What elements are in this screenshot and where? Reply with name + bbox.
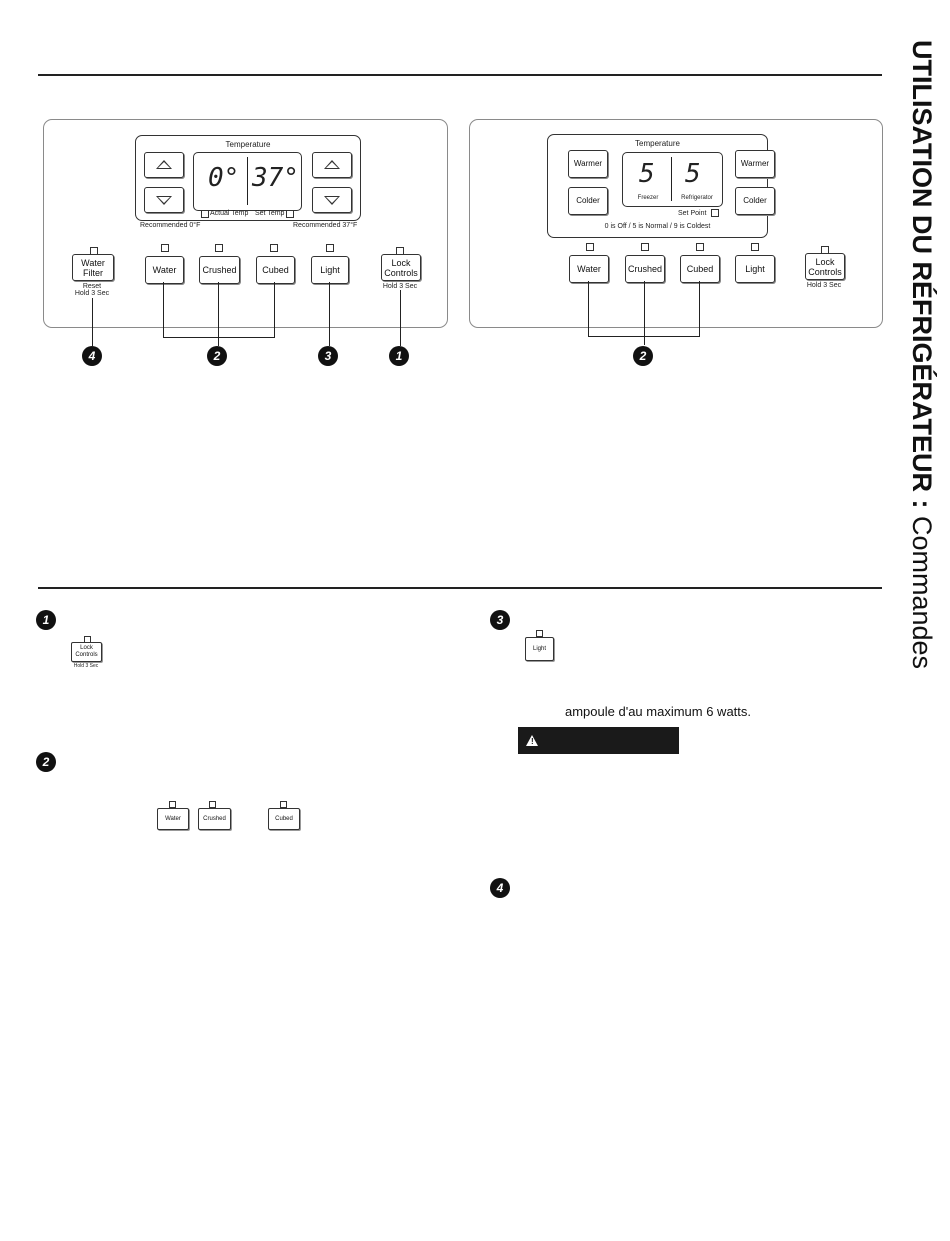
callout-3: 3 <box>318 346 338 366</box>
freezer-down-button[interactable] <box>144 187 184 213</box>
warning-icon: ! <box>526 735 538 746</box>
set-point-indicator <box>711 209 719 217</box>
callout-4: 4 <box>82 346 102 366</box>
bracket-line-r <box>588 336 700 337</box>
section-1-lock-icon-button: Lock Controls <box>71 642 102 662</box>
fridge-colder-button[interactable]: Colder <box>735 187 775 215</box>
scale-note: 0 is Off / 5 is Normal / 9 is Coldest <box>604 223 711 230</box>
section-3-bulb-text: ampoule d'au maximum 6 watts. <box>565 704 752 719</box>
section-3-number: 3 <box>490 610 510 630</box>
reset-label: Reset <box>82 283 102 290</box>
arrow-up-icon <box>324 160 340 169</box>
section-1-number: 1 <box>36 610 56 630</box>
leader-line-crushed <box>218 282 219 346</box>
warning-banner: ! <box>518 727 679 754</box>
crushed-button-r[interactable]: Crushed <box>625 255 665 283</box>
refrigerator-label: Refrigerator <box>681 195 713 201</box>
fridge-warmer-button[interactable]: Warmer <box>735 150 775 178</box>
arrow-down-icon <box>324 196 340 205</box>
section-3-light-icon: Light <box>525 637 554 661</box>
section-2-crushed-led <box>209 801 216 808</box>
cubed-button-r[interactable]: Cubed <box>680 255 720 283</box>
fridge-up-button[interactable] <box>312 152 352 178</box>
actual-temp-indicator <box>201 210 209 218</box>
crushed-led-r <box>641 243 649 251</box>
cubed-led-r <box>696 243 704 251</box>
temperature-box-numeric: Temperature Warmer Colder Warmer Colder … <box>547 134 775 238</box>
freezer-setpoint: 5 <box>639 159 655 189</box>
set-temp-indicator <box>286 210 294 218</box>
section-1-hold-label: Hold 3 Sec <box>73 663 99 669</box>
light-led-r <box>751 243 759 251</box>
water-filter-button[interactable]: Water Filter <box>72 254 114 281</box>
crushed-led <box>215 244 223 252</box>
section-3-led <box>536 630 543 637</box>
fridge-down-button[interactable] <box>312 187 352 213</box>
leader-line-crushed-r <box>644 281 645 345</box>
setpoint-display: 5 5 Freezer Refrigerator <box>622 152 723 207</box>
section-2-number: 2 <box>36 752 56 772</box>
reset-hold-label: Hold 3 Sec <box>74 290 110 297</box>
set-temp-label: Set Temp <box>255 210 285 217</box>
arrow-up-icon <box>156 160 172 169</box>
light-button-r[interactable]: Light <box>735 255 775 283</box>
display-divider <box>247 157 248 205</box>
leader-line-1 <box>400 290 401 346</box>
crushed-button[interactable]: Crushed <box>199 256 240 284</box>
side-title: UTILISATION DU RÉFRIGÉRATEUR : Commandes <box>905 40 939 669</box>
lock-hold-label: Hold 3 Sec <box>382 283 418 290</box>
bracket-line <box>163 337 275 338</box>
temperature-label: Temperature <box>225 140 271 149</box>
leader-line-cubed-r <box>699 281 700 337</box>
leader-line-cubed <box>274 282 275 338</box>
section-2-cubed-icon: Cubed <box>268 808 300 830</box>
lock-hold-label-r: Hold 3 Sec <box>806 282 842 289</box>
control-panel-numeric: Temperature Warmer Colder Warmer Colder … <box>469 119 883 345</box>
set-point-label: Set Point <box>678 210 707 217</box>
lock-controls-button[interactable]: Lock Controls <box>381 254 421 281</box>
side-title-bold: UTILISATION DU RÉFRIGÉRATEUR : <box>907 40 937 509</box>
light-led <box>326 244 334 252</box>
fridge-temp: 37° <box>252 163 299 193</box>
freezer-colder-button[interactable]: Colder <box>568 187 608 215</box>
leader-line-water-r <box>588 281 589 337</box>
recommended-freezer: Recommended 0°F <box>140 222 201 229</box>
section-2-water-led <box>169 801 176 808</box>
freezer-up-button[interactable] <box>144 152 184 178</box>
leader-line-4 <box>92 298 93 346</box>
section-rule <box>38 587 882 589</box>
cubed-button[interactable]: Cubed <box>256 256 295 284</box>
actual-temp-label: Actual Temp <box>210 210 249 217</box>
section-2-water-icon: Water <box>157 808 189 830</box>
leader-line-water <box>163 282 164 338</box>
section-2-cubed-led <box>280 801 287 808</box>
light-button[interactable]: Light <box>311 256 349 284</box>
section-4-number: 4 <box>490 878 510 898</box>
callout-1: 1 <box>389 346 409 366</box>
side-title-light: Commandes <box>907 508 937 670</box>
water-led <box>161 244 169 252</box>
callout-2-right: 2 <box>633 346 653 366</box>
freezer-temp: 0° <box>208 163 240 193</box>
callout-2: 2 <box>207 346 227 366</box>
temperature-box: Temperature 0° 37° Actual Temp Set Temp <box>135 135 361 221</box>
freezer-label: Freezer <box>637 195 659 201</box>
leader-line-3 <box>329 282 330 346</box>
control-panel-digital: Temperature 0° 37° Actual Temp Set Temp … <box>43 119 448 346</box>
recommended-fridge: Recommended 37°F <box>293 222 358 229</box>
cubed-led <box>270 244 278 252</box>
water-button-r[interactable]: Water <box>569 255 609 283</box>
water-led-r <box>586 243 594 251</box>
arrow-down-icon <box>156 196 172 205</box>
display-divider <box>671 157 672 201</box>
water-button[interactable]: Water <box>145 256 184 284</box>
fridge-setpoint: 5 <box>685 159 701 189</box>
temperature-display: 0° 37° <box>193 152 302 211</box>
lock-controls-button-r[interactable]: Lock Controls <box>805 253 845 280</box>
section-2-crushed-icon: Crushed <box>198 808 231 830</box>
freezer-warmer-button[interactable]: Warmer <box>568 150 608 178</box>
top-rule <box>38 74 882 76</box>
temperature-label-numeric: Temperature <box>635 139 680 148</box>
